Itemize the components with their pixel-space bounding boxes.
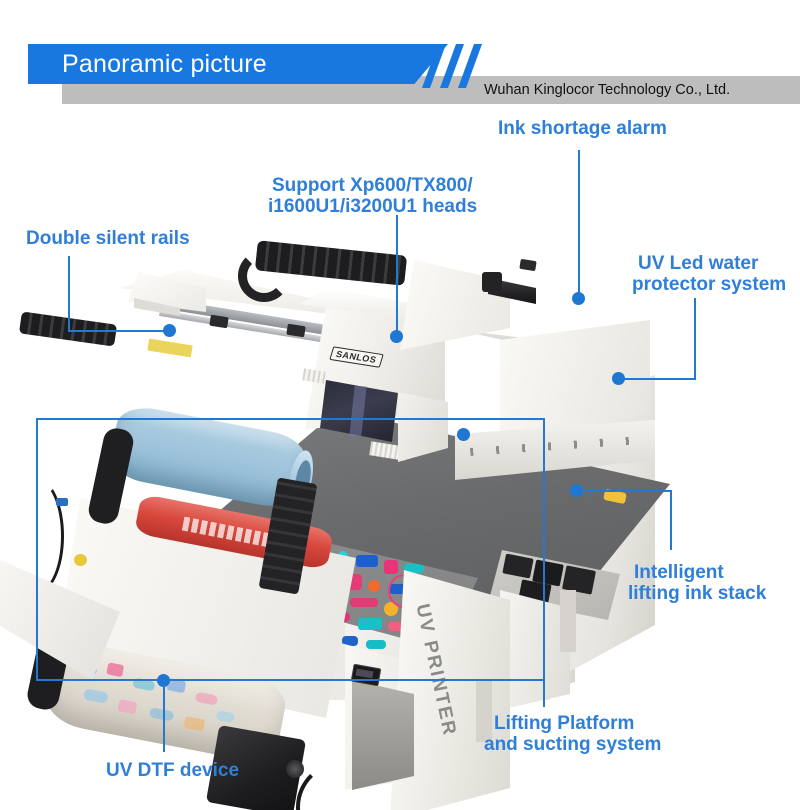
dtf-motor-shaft (286, 760, 304, 778)
cable-drag-chain-curve (238, 250, 290, 302)
callout-line-heads-v (396, 215, 398, 335)
machine-leg (476, 680, 492, 742)
callout-line-uvdtf-v (163, 680, 165, 752)
callout-dot-rails (163, 324, 176, 337)
callout-label-platform-line2: and sucting system (484, 734, 662, 755)
callout-label-inkstack-line2: lifting ink stack (628, 583, 767, 604)
connector-blue (56, 498, 68, 506)
callout-line-inkstack-v (670, 490, 672, 550)
callout-line-uvled-h (623, 378, 696, 380)
connector-yellow (74, 554, 87, 566)
callout-dot-inkstack (570, 484, 583, 497)
company-name: Wuhan Kinglocor Technology Co., Ltd. (484, 82, 731, 98)
warning-sticker (147, 338, 193, 358)
callout-dot-ink-alarm (572, 292, 585, 305)
callout-label-double-silent-rails: Double silent rails (26, 228, 190, 249)
callout-label-platform-line1: Lifting Platform (494, 713, 635, 734)
callout-line-rails-h (68, 330, 168, 332)
callout-box-right (543, 418, 545, 680)
callout-box-bottom (36, 679, 544, 681)
header-blue-banner (28, 44, 448, 84)
callout-label-support-heads-line2: i1600U1/i3200U1 heads (268, 196, 478, 217)
callout-label-support-heads-line1: Support Xp600/TX800/ (272, 175, 473, 196)
callout-dot-platform (457, 428, 470, 441)
callout-line-uvled-v (694, 298, 696, 380)
ink-bay-column (500, 590, 570, 710)
callout-box-left (36, 418, 38, 680)
page-title: Panoramic picture (62, 50, 267, 78)
rail-clamp (209, 314, 229, 329)
callout-box-top (36, 418, 544, 420)
callout-dot-heads (390, 330, 403, 343)
callout-label-inkstack-line1: Intelligent (634, 562, 724, 583)
callout-label-uvled-line2: protector system (632, 274, 787, 295)
carriage-vent (302, 368, 326, 384)
callout-label-uv-dtf-device: UV DTF device (106, 760, 240, 781)
callout-line-platform-v (543, 679, 545, 707)
callout-line-inkstack-h (580, 490, 672, 492)
uv-lamp-dark-head-2 (482, 272, 502, 292)
callout-label-ink-shortage-alarm: Ink shortage alarm (498, 118, 667, 139)
callout-dot-uvled (612, 372, 625, 385)
product-photo: SANLOS UV PRINTER (0, 120, 800, 810)
callout-line-ink-alarm-v (578, 150, 580, 298)
machine-leg (560, 590, 576, 652)
rail-clamp (519, 258, 537, 272)
callout-line-rails-v (68, 256, 70, 332)
callout-label-uvled-line1: UV Led water (638, 253, 759, 274)
